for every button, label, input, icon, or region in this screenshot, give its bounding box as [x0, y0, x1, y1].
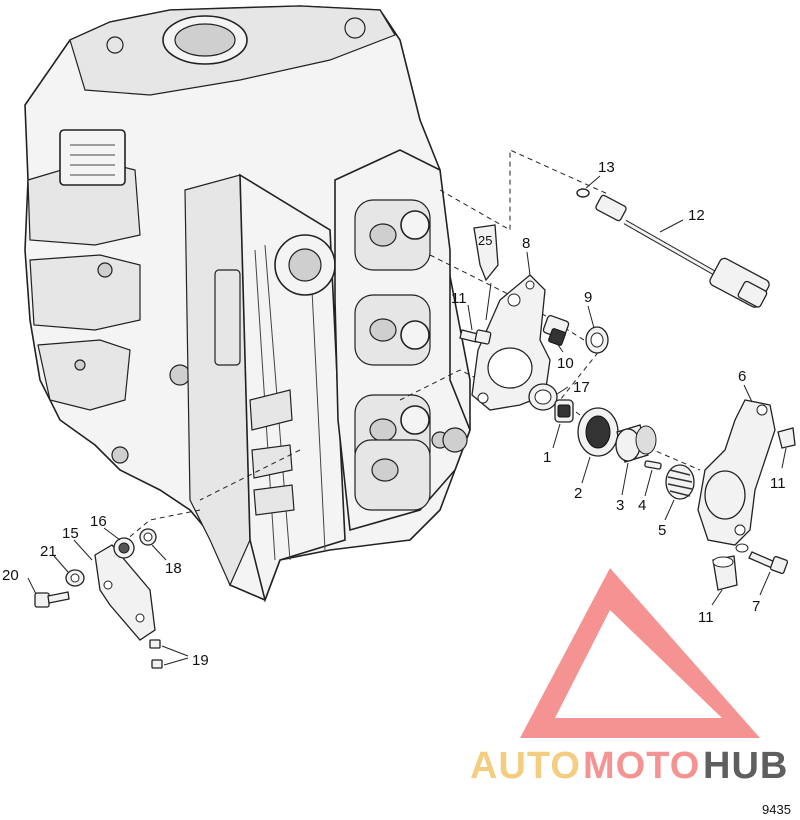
clip-11-lower: [712, 555, 738, 591]
callout-13: 12: [688, 207, 705, 224]
callout-1: 1: [543, 449, 551, 466]
fitting-10: [542, 314, 570, 346]
callout-7: 7: [752, 598, 760, 615]
bolt-12: [459, 329, 492, 345]
bushing-18: [139, 528, 157, 546]
callout-9: 9: [584, 289, 592, 306]
callout-17: 16: [90, 513, 107, 530]
washer-15: [528, 383, 558, 411]
callout-14: 13: [598, 159, 615, 176]
callout-20: 20: [2, 567, 19, 584]
callout-12: 11: [451, 290, 467, 307]
bracket-16: [94, 544, 156, 641]
callout-6: 6: [738, 368, 746, 385]
callout-16: 15: [62, 525, 79, 542]
grommet-17: [113, 537, 135, 559]
callout-15: 17: [573, 379, 590, 396]
sealant-tube: 25: [473, 224, 499, 282]
watermark-text-moto: MOTO: [583, 745, 700, 787]
callout-10: 10: [557, 355, 574, 372]
leader-lines: [27, 175, 787, 666]
sleeve-3: [615, 424, 657, 463]
screw-4: [644, 460, 662, 470]
clip-11-upper: [777, 427, 796, 449]
callout-19: 19: [192, 652, 209, 669]
callout-18: 18: [165, 560, 182, 577]
valve-1: [554, 399, 574, 423]
figure-number: 9435: [762, 802, 791, 817]
sealant-tube-label: 25: [478, 233, 492, 248]
watermark-logo: AUTO MOTO HUB: [470, 568, 788, 787]
callout-11-lower: 11: [698, 609, 714, 626]
washer-21: [65, 569, 85, 587]
watermark-text-auto: AUTO: [470, 745, 581, 787]
callout-numbers: 13 12 8 9 11 10 17 1 2 3 4 5 6 11 11 7 1…: [2, 159, 786, 669]
watermark-text-hub: HUB: [703, 745, 788, 787]
temperature-sensor-13: [595, 194, 770, 308]
seal-9: [585, 326, 609, 354]
spring-5: [665, 464, 695, 500]
callout-8: 8: [522, 235, 530, 252]
watermark-triangle: [520, 568, 760, 738]
callout-4: 4: [638, 497, 646, 514]
thermostat-2: [577, 407, 619, 457]
o-ring-14: [576, 188, 590, 198]
thermostat-gasket: [471, 274, 551, 411]
callout-21: 21: [40, 543, 57, 560]
callout-3: 3: [616, 497, 624, 514]
engine-block: [24, 5, 471, 603]
clips-19: [149, 639, 163, 669]
callout-11-upper: 11: [770, 475, 786, 492]
bolt-7: [735, 543, 789, 575]
thermostat-cover-6: [697, 399, 776, 546]
bolt-20: [34, 591, 70, 608]
callout-2: 2: [574, 485, 582, 502]
callout-5: 5: [658, 522, 666, 539]
